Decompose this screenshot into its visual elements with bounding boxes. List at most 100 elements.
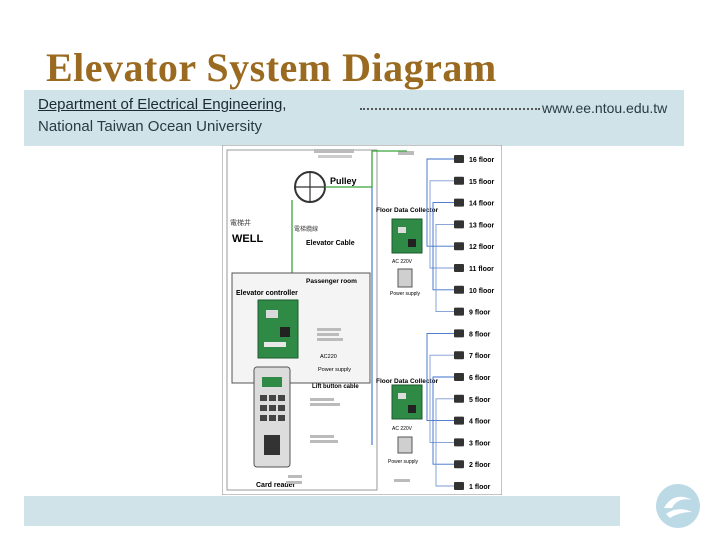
floor-label: 11 floor — [469, 266, 494, 273]
floor-button-icon — [454, 307, 464, 316]
floor-button-icon — [454, 176, 464, 185]
floor-wire — [426, 237, 454, 247]
floor-label: 12 floor — [469, 244, 495, 251]
cn-label-bar — [314, 149, 354, 153]
ac220-label: AC220 — [320, 354, 337, 360]
floor-label: 2 floor — [469, 462, 491, 469]
board-chip — [266, 310, 278, 318]
floor-list: 16 floor 15 floor 14 floor 13 floor 12 floor… — [426, 155, 495, 491]
cn-label-bar — [394, 479, 410, 482]
cn-label-bar — [398, 151, 414, 155]
floor-wire — [429, 354, 454, 403]
dotted-leader — [360, 108, 540, 110]
floor-label: 13 floor — [469, 222, 495, 229]
cn-label-bar — [310, 440, 338, 443]
floor-wire — [435, 223, 454, 237]
floor-label: 8 floor — [469, 331, 491, 338]
floor-button-icon — [454, 416, 464, 425]
floor-wire — [432, 237, 454, 291]
board-chip — [398, 227, 406, 233]
floor-wire — [426, 332, 454, 403]
floor-button-icon — [454, 264, 464, 272]
floor-button-icon — [454, 482, 464, 490]
floor-label: 9 floor — [469, 310, 491, 317]
floor-wire — [426, 403, 454, 422]
department-text: Department of Electrical Engineering, — [38, 96, 287, 113]
cn-label-bar — [317, 333, 339, 336]
board-chip — [398, 393, 406, 399]
well-cn-label: 電梯井 — [230, 218, 251, 227]
floor-button-icon — [454, 220, 464, 229]
cn-label-bar — [286, 481, 302, 484]
keypad-buttons — [260, 395, 285, 421]
power-supply-bottom-label: Power supply — [388, 459, 419, 465]
floor-button-icon — [454, 285, 464, 294]
collector-bottom-label: Floor Data Collector — [376, 378, 439, 385]
floor-label: 15 floor — [469, 179, 495, 186]
floor-wire — [435, 237, 454, 313]
board-chip — [408, 239, 416, 247]
elevator-diagram: Pulley 電梯井 WELL 電梯纜線 Elevator Cable Pass… — [222, 145, 502, 495]
cn-label-bar — [318, 155, 352, 158]
green-wire — [325, 150, 407, 188]
pulley-label: Pulley — [330, 176, 357, 186]
floor-wire — [432, 376, 454, 403]
cn-label-bar — [310, 435, 334, 438]
cn-label-bar — [310, 398, 334, 401]
elevator-cable-label: Elevator Cable — [306, 240, 355, 247]
floor-label: 6 floor — [469, 375, 491, 382]
cable-cn-label: 電梯纜線 — [294, 225, 318, 233]
lift-button-cable-label: Lift button cable — [312, 384, 359, 390]
power-supply-top-box — [397, 268, 413, 288]
floor-button-icon — [454, 394, 464, 403]
website-url[interactable]: www.ee.ntou.edu.tw — [542, 100, 668, 116]
floor-wire — [429, 403, 454, 443]
well-outline — [226, 149, 378, 491]
card-reader-slot — [264, 435, 280, 455]
floor-button-icon — [454, 351, 464, 360]
floor-button-icon — [454, 373, 464, 381]
floor-wire — [435, 403, 454, 487]
floor-label: 3 floor — [469, 440, 491, 447]
cn-label-bar — [310, 403, 340, 406]
passenger-room-label: Passenger room — [306, 278, 357, 285]
board-chip — [264, 342, 286, 347]
board-chip — [408, 405, 416, 413]
elevator-controller-label: Elevator controller — [236, 290, 298, 297]
page-title: Elevator System Diagram — [46, 45, 497, 90]
power-supply-bottom-box — [397, 436, 413, 454]
floor-label: 7 floor — [469, 353, 491, 360]
floor-button-icon — [454, 198, 464, 207]
card-reader-label: Card reader — [256, 482, 296, 489]
floor-wire — [435, 398, 454, 403]
floor-label: 14 floor — [469, 201, 495, 208]
floor-wire — [429, 237, 454, 269]
floor-button-icon — [454, 438, 464, 447]
header-band — [24, 90, 684, 146]
ac-bottom-label: AC 220V — [392, 426, 413, 432]
ac-top-label: AC 220V — [392, 259, 413, 265]
floor-wire — [426, 158, 454, 237]
cn-label-bar — [288, 475, 302, 478]
floor-wire — [429, 180, 454, 237]
university-text: National Taiwan Ocean University — [38, 118, 262, 135]
board-chip — [280, 327, 290, 337]
pulley-icon — [294, 171, 326, 203]
keypad-display — [262, 377, 282, 387]
footer-band — [24, 496, 620, 526]
floor-button-icon — [454, 155, 464, 163]
controller-board — [257, 299, 299, 359]
floor-button-icon — [454, 460, 464, 469]
floor-label: 1 floor — [469, 484, 491, 491]
passenger-room — [231, 272, 371, 384]
cn-label-bar — [317, 338, 343, 341]
floor-button-icon — [454, 242, 464, 251]
cn-label-bar — [317, 328, 341, 331]
well-label: WELL — [232, 233, 263, 245]
power-supply-top-label: Power supply — [390, 291, 421, 297]
floor-label: 5 floor — [469, 397, 491, 404]
floor-wire — [432, 403, 454, 465]
floor-label: 16 floor — [469, 157, 495, 164]
collector-top-label: Floor Data Collector — [376, 207, 439, 214]
floor-label: 4 floor — [469, 419, 491, 426]
